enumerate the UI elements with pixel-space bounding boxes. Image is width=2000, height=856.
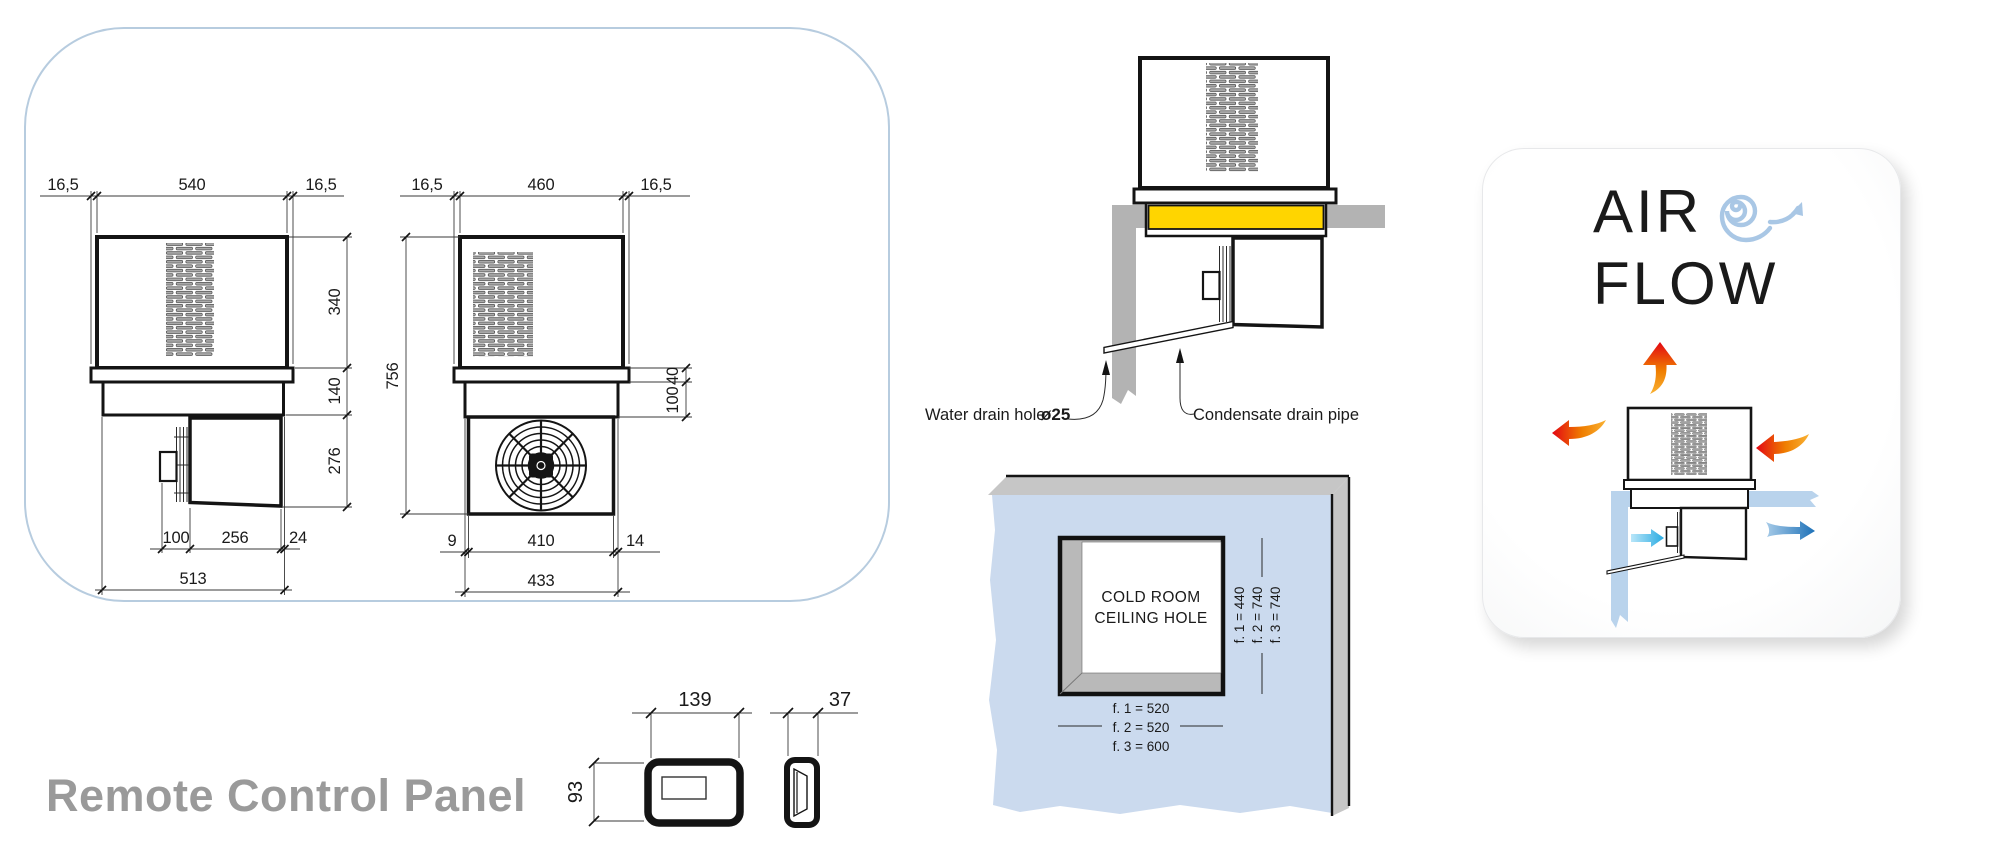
width-dimension: 139: [632, 689, 752, 758]
right-dimension: 40 100: [618, 363, 692, 422]
dim-text: f. 1 = 440: [1232, 587, 1247, 644]
airflow-illustration: AIR FLOW: [1552, 178, 1819, 628]
arrowhead: [1102, 360, 1110, 375]
dim-text: 756: [384, 363, 402, 390]
gasket-band: [1147, 204, 1325, 230]
water-drain-size: ø25: [1041, 405, 1070, 424]
remote-control-drawing: 139 37 93: [565, 689, 858, 828]
dim-text: 14: [626, 532, 644, 550]
arrowhead: [1176, 348, 1184, 363]
junction-box: [1665, 526, 1679, 547]
right-dimension: 340 140 276: [283, 232, 352, 512]
dim-text: 24: [289, 529, 307, 547]
hole-title-line2: CEILING HOLE: [1094, 610, 1207, 627]
hot-air-left-arrow: [1552, 420, 1606, 446]
unit-side-view-drawing: 16,5 540 16,5 340 140 276 100: [40, 176, 352, 595]
drain-pipe: [1606, 554, 1685, 575]
unit-body: [1103, 56, 1338, 354]
dim-text: 410: [528, 532, 555, 550]
dim-text: 140: [326, 378, 344, 405]
dim-text: 16,5: [640, 176, 671, 194]
remote-front-view: [644, 758, 744, 827]
dim-text: 16,5: [411, 176, 442, 194]
condensate-callout: Condensate drain pipe: [1176, 348, 1359, 424]
dim-text: 340: [326, 289, 344, 316]
height-dimension: 93: [565, 757, 644, 827]
dim-text: f. 1 = 520: [1113, 701, 1170, 716]
unit-body: [89, 235, 295, 508]
remote-panel-title: Remote Control Panel: [46, 770, 527, 821]
dim-text: 93: [565, 781, 587, 803]
water-drain-callout: Water drain hole ø25: [925, 360, 1110, 424]
bottom-dimension: 100 256 24 513: [95, 417, 307, 595]
dim-text: f. 3 = 740: [1268, 587, 1283, 644]
installation-diagram: Water drain hole ø25 Condensate drain pi…: [925, 56, 1385, 424]
top-dimension: 16,5 460 16,5: [400, 176, 690, 364]
ceiling-top-edge: [988, 477, 1349, 495]
ceiling-band-vertical: [1611, 491, 1628, 628]
cold-room-wall: [1112, 205, 1385, 404]
fan-grille: [495, 419, 587, 512]
unit-body: [452, 235, 631, 516]
dim-text: 37: [829, 689, 851, 711]
remote-side-view: [784, 757, 820, 828]
dim-text: 16,5: [47, 176, 78, 194]
dim-text: 139: [678, 689, 711, 711]
vent-slots: [473, 252, 533, 357]
depth-dimension: 37: [770, 689, 858, 756]
dim-text: 16,5: [305, 176, 336, 194]
dim-text: 276: [326, 448, 344, 475]
vent-slots: [1206, 63, 1258, 172]
water-drain-label: Water drain hole: [925, 406, 1045, 424]
dim-text: 100: [163, 529, 190, 547]
dim-text: 540: [179, 176, 206, 194]
cold-air-in-arrow: [1631, 529, 1664, 547]
airflow-title-line1: AIR: [1593, 178, 1702, 245]
vent-slots: [166, 243, 214, 356]
left-dimension: 756: [384, 232, 469, 519]
width-dimension: f. 1 = 520 f. 2 = 520 f. 3 = 600: [1058, 701, 1223, 754]
condensate-drain-pipe: [1103, 320, 1234, 354]
dim-text: 460: [528, 176, 555, 194]
dim-text: 513: [180, 570, 207, 588]
dim-text: 433: [528, 572, 555, 590]
junction-box: [1201, 270, 1221, 301]
cold-air-out-arrow: [1766, 521, 1815, 540]
vent-slots: [1671, 413, 1707, 475]
junction-box: [158, 450, 178, 483]
ceiling-hole: COLD ROOM CEILING HOLE: [1057, 535, 1226, 697]
dim-text: f. 2 = 520: [1113, 720, 1170, 735]
height-dimension: f. 1 = 440 f. 2 = 740 f. 3 = 740: [1232, 538, 1283, 694]
hot-air-up-arrow: [1643, 342, 1677, 394]
ceiling-right-edge: [1332, 477, 1349, 816]
bottom-dimension: 9 410 14 433: [440, 419, 660, 597]
dim-text: 9: [448, 532, 457, 550]
dim-text: 40: [664, 367, 682, 385]
ceiling-hole-diagram: COLD ROOM CEILING HOLE f. 1 = 440 f. 2 =…: [988, 474, 1351, 816]
remote-display: [661, 776, 707, 800]
unit-front-view-drawing: 16,5 460 16,5 756: [384, 176, 692, 597]
airflow-spiral-icon: [1719, 194, 1803, 243]
dim-text: 256: [222, 529, 249, 547]
dim-text: f. 3 = 600: [1113, 739, 1170, 754]
airflow-title-line2: FLOW: [1593, 250, 1778, 317]
hot-air-right-arrow: [1756, 434, 1809, 462]
dim-text: f. 2 = 740: [1250, 587, 1265, 644]
hole-title-line1: COLD ROOM: [1101, 589, 1200, 606]
top-dimension: 16,5 540 16,5: [40, 176, 344, 364]
condensate-label: Condensate drain pipe: [1193, 406, 1359, 424]
dim-text: 100: [664, 387, 682, 414]
mini-unit: [1606, 406, 1756, 575]
